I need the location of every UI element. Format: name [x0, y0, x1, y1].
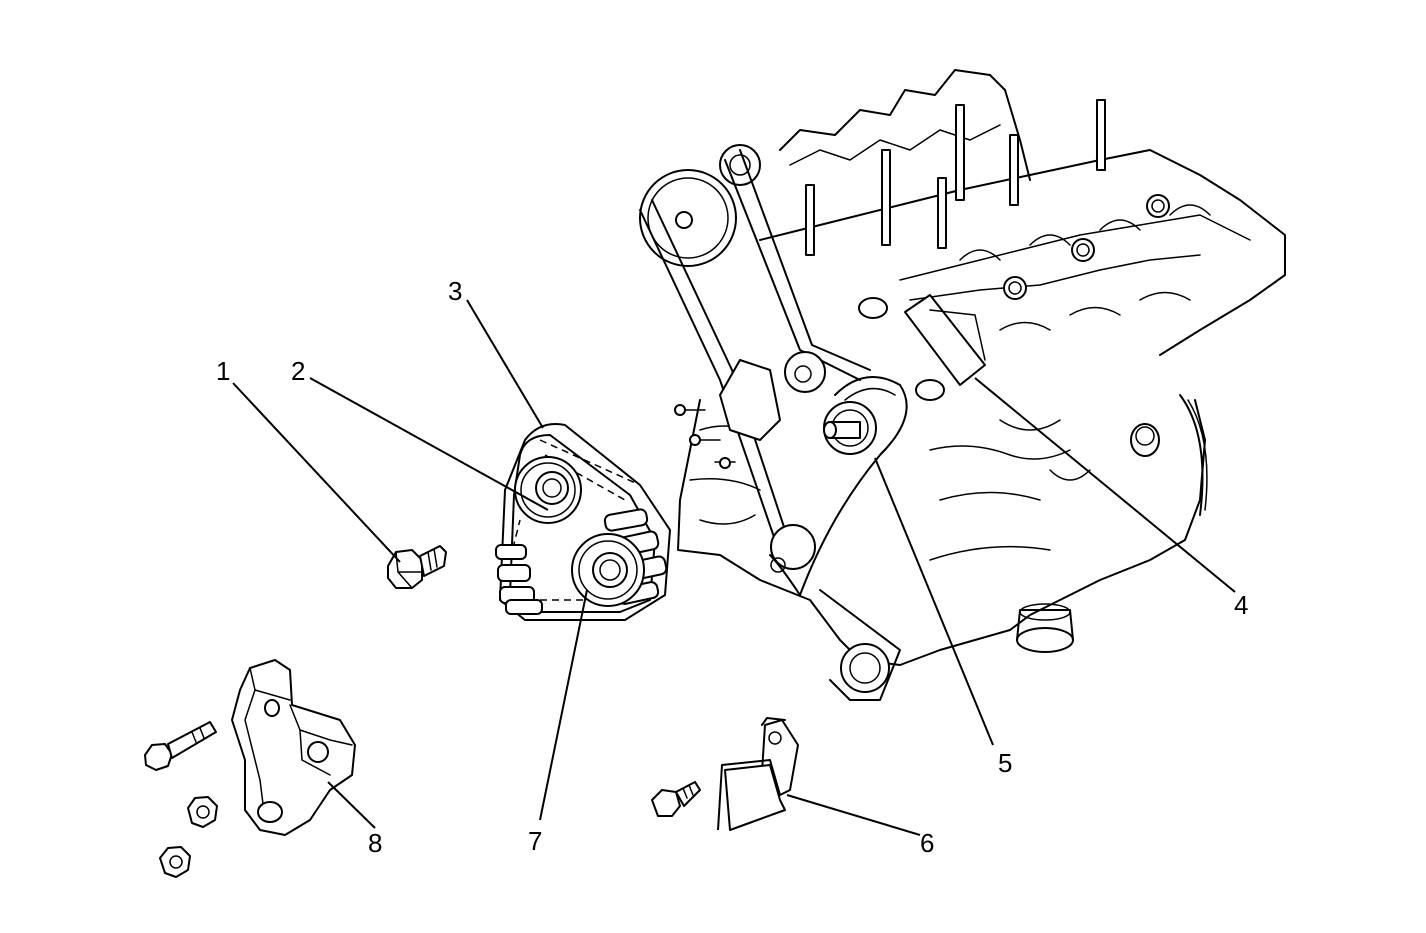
callout-1: 1	[216, 356, 230, 386]
part-3-timing-chain	[495, 423, 671, 621]
leader-7	[539, 589, 588, 821]
callout-5: 5	[998, 748, 1012, 778]
callout-8: 8	[368, 828, 382, 858]
callout-7: 7	[528, 826, 542, 856]
leader-2	[309, 377, 549, 511]
leader-3	[466, 299, 544, 429]
callout-3: 3	[448, 276, 462, 306]
leader-8	[327, 781, 376, 829]
leader-6	[786, 794, 921, 836]
part-1-bolt	[387, 545, 447, 589]
callout-2: 2	[291, 356, 305, 386]
callout-4: 4	[1234, 590, 1248, 620]
leader-1	[232, 382, 401, 563]
part-8-tensioner	[231, 659, 356, 836]
leader-4	[974, 377, 1236, 593]
callout-6: 6	[920, 828, 934, 858]
part-8-bolt	[144, 721, 217, 771]
engine-block	[677, 69, 1286, 666]
part-8-nut-lower	[159, 846, 191, 878]
part-6-bracket	[717, 717, 799, 831]
chain-links	[495, 508, 668, 615]
engine-front-drive	[639, 144, 908, 701]
part-8-nut-upper	[187, 796, 218, 828]
leader-5	[874, 457, 994, 746]
part-7-crankshaft-sprocket	[571, 533, 645, 607]
part-6-bolt	[651, 781, 701, 817]
crank-sprocket	[823, 401, 877, 455]
part-2-camshaft-sprocket	[514, 456, 582, 524]
leader-lines	[232, 299, 1236, 836]
callout-labels: 1 2 3 4 5 6 7 8	[216, 276, 1248, 858]
